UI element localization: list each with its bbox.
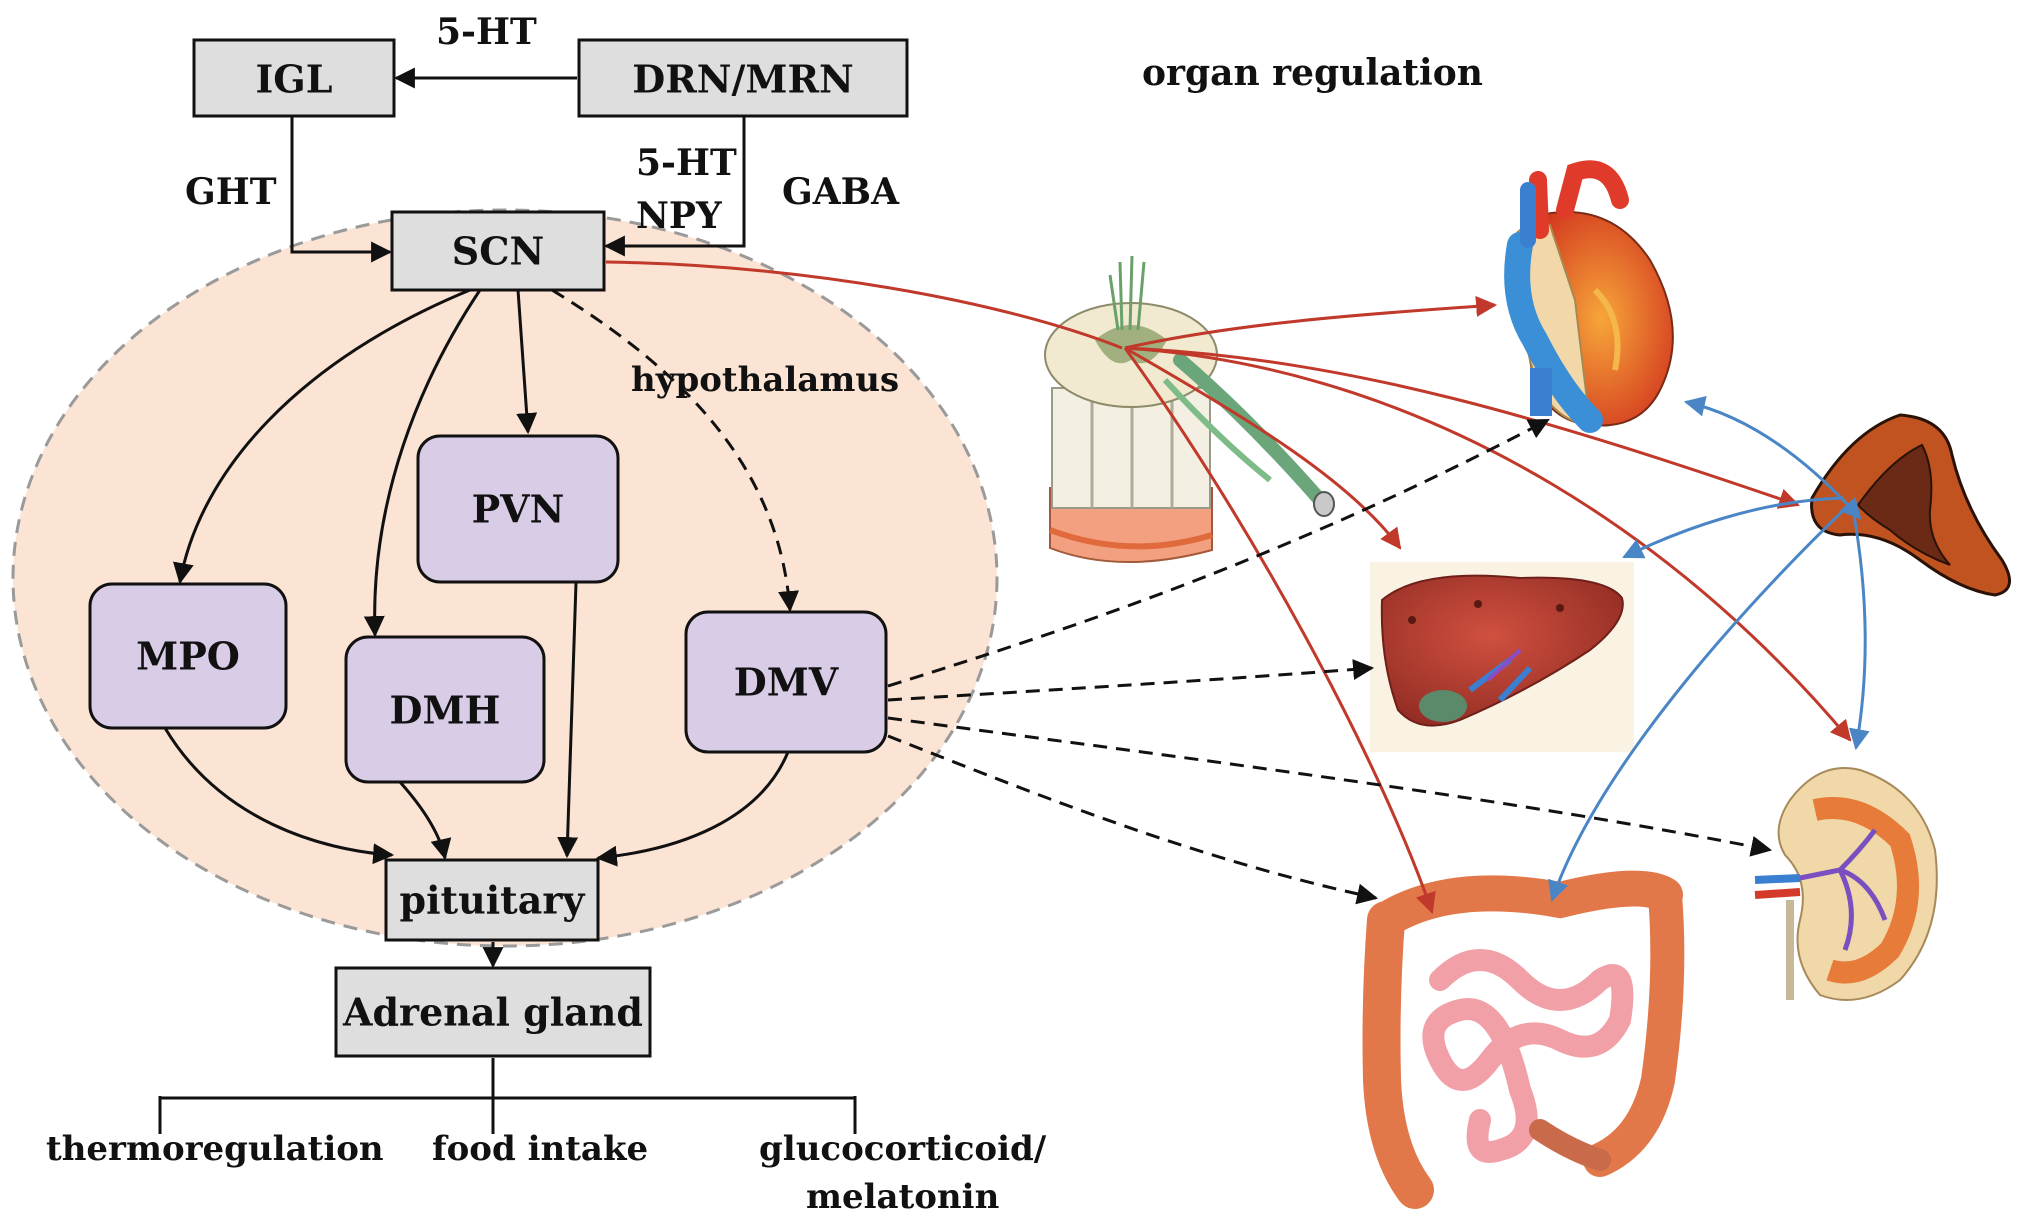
spinal-cord-icon xyxy=(1044,255,1335,563)
afferent-edges xyxy=(290,67,746,263)
edge-scn-to-pvn xyxy=(516,289,538,435)
output-melatonin: melatonin xyxy=(806,1177,999,1217)
liver-icon xyxy=(1370,562,1634,752)
edge-mpo-to-pituitary xyxy=(163,727,395,865)
edge-adrenal-to-liver xyxy=(1622,496,1845,559)
kidney-icon xyxy=(1754,767,1938,1001)
edge-dmv-to-liver xyxy=(887,659,1375,702)
hypothalamus-label: hypothalamus xyxy=(631,360,899,400)
edge-drn-to-scn xyxy=(603,116,746,257)
label-5ht-top: 5-HT xyxy=(436,11,537,53)
edge-dmh-to-pituitary xyxy=(398,781,452,861)
adrenal-gland-icon xyxy=(1810,413,2011,597)
label-5ht-mid: 5-HT xyxy=(636,142,737,184)
node-dmv-label: DMV xyxy=(734,660,840,705)
edge-dmv-to-kidney xyxy=(887,716,1773,857)
node-dmh-label: DMH xyxy=(390,688,501,733)
node-scn-label: SCN xyxy=(452,229,544,274)
edge-scn-to-mpo xyxy=(173,288,471,585)
edge-dmv-to-pituitary xyxy=(595,751,790,867)
edge-spinal-to-adrenal xyxy=(1124,346,1800,509)
edge-spinal-to-kidney xyxy=(1124,346,1852,742)
label-ght: GHT xyxy=(185,171,277,213)
edge-spinal-to-intestine xyxy=(1123,347,1436,914)
parasympathetic-arrows xyxy=(887,418,1773,905)
output-thermoregulation: thermoregulation xyxy=(46,1129,384,1169)
node-dmh: DMH xyxy=(344,635,546,784)
edge-adrenal-to-intestine xyxy=(1548,502,1852,902)
edge-spinal-to-heart xyxy=(1124,295,1498,350)
node-pvn: PVN xyxy=(416,434,620,584)
edge-pvn-to-pituitary xyxy=(557,582,579,859)
node-adrenal-gland: Adrenal gland xyxy=(334,966,652,1058)
output-bracket xyxy=(158,1058,857,1134)
edge-adrenal-to-kidney xyxy=(1848,503,1870,751)
pituitary-input-edges xyxy=(163,582,790,969)
node-igl-label: IGL xyxy=(256,57,333,102)
edge-scn-to-spinal-cord xyxy=(605,260,1123,350)
heart-icon xyxy=(1504,160,1674,433)
node-drn-mrn: DRN/MRN xyxy=(577,38,909,118)
edge-scn-to-dmh xyxy=(363,289,482,638)
label-npy: NPY xyxy=(636,195,723,237)
organ-regulation-title: organ regulation xyxy=(1142,52,1483,94)
intestine-icon xyxy=(1362,870,1685,1209)
edge-adrenal-to-heart xyxy=(1683,395,1862,520)
output-food-intake: food intake xyxy=(432,1129,648,1169)
node-mpo: MPO xyxy=(88,582,288,730)
edge-dmv-to-heart xyxy=(887,418,1550,688)
edge-spinal-to-liver xyxy=(1124,346,1402,550)
node-scn: SCN xyxy=(390,210,606,292)
node-drn-mrn-label: DRN/MRN xyxy=(632,57,854,102)
node-adrenal-gland-label: Adrenal gland xyxy=(342,990,643,1035)
label-gaba: GABA xyxy=(782,171,900,213)
node-pvn-label: PVN xyxy=(472,487,565,532)
node-igl: IGL xyxy=(192,38,396,118)
hormonal-arrows xyxy=(1548,395,1870,902)
edge-dmv-to-intestine xyxy=(887,734,1379,905)
node-mpo-label: MPO xyxy=(136,634,240,679)
node-pituitary: pituitary xyxy=(384,858,600,942)
node-dmv: DMV xyxy=(684,610,888,754)
scn-output-edges xyxy=(173,288,800,638)
output-glucocorticoid: glucocorticoid/ xyxy=(759,1129,1047,1169)
edge-igl-to-scn xyxy=(290,116,393,263)
node-pituitary-label: pituitary xyxy=(400,878,586,923)
